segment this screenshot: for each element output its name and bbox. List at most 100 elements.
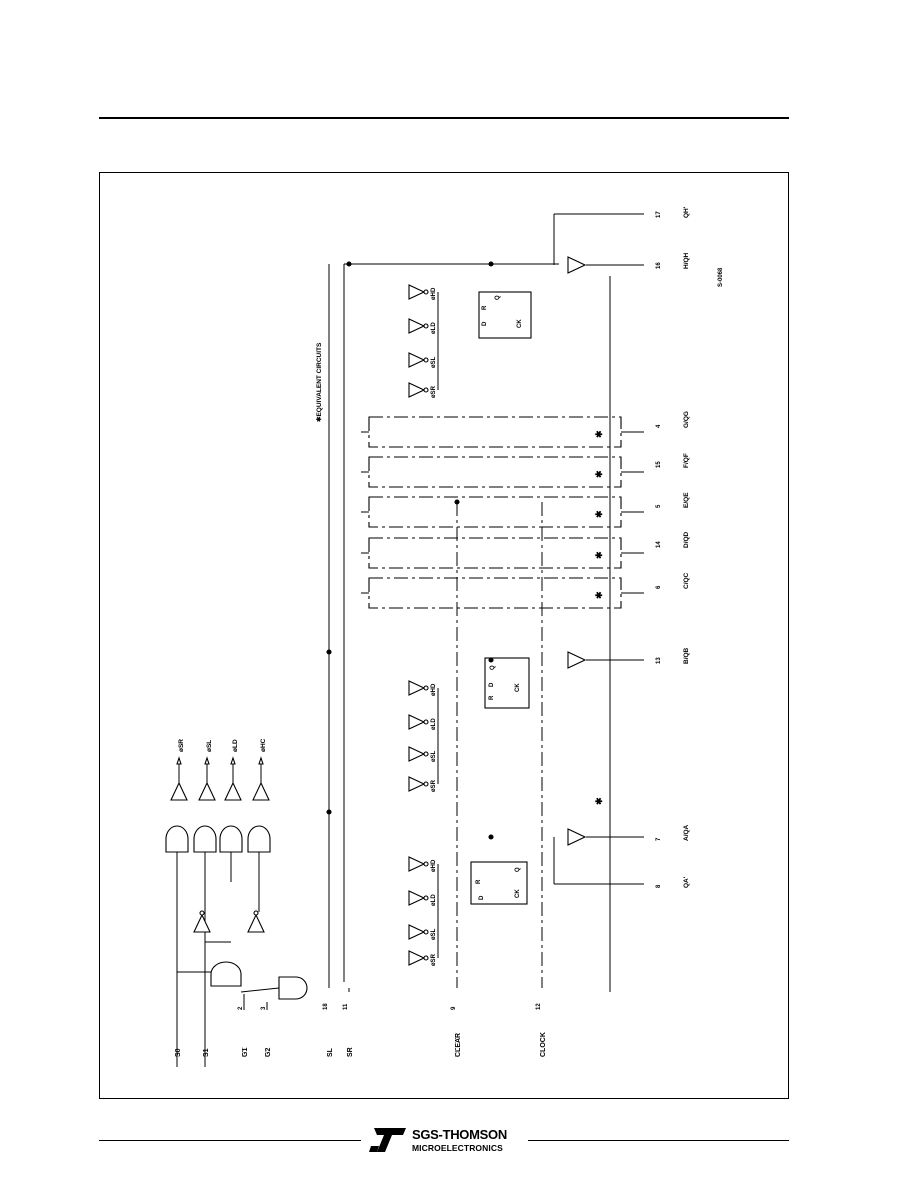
footer-rule-right xyxy=(528,1140,789,1141)
stage-inverter-icon xyxy=(408,924,426,940)
arrow-head-icon xyxy=(230,756,236,765)
input-pin-number: 11 xyxy=(343,1003,349,1010)
stage-signal-label: øHD xyxy=(431,683,437,696)
inversion-bubble xyxy=(423,929,429,935)
equivalent-circuit-box xyxy=(368,537,622,569)
equiv-marker: ✱ xyxy=(594,591,604,599)
output-pin-number: 15 xyxy=(656,461,662,468)
junction-dot xyxy=(346,261,352,267)
stage-signal-label: øLD xyxy=(431,718,437,730)
and-gate-icon xyxy=(193,825,217,853)
flipflop-pin-label: D xyxy=(489,682,495,687)
output-label: QA' xyxy=(683,876,690,888)
output-buffer-icon xyxy=(567,828,587,846)
stage-inverter-icon xyxy=(408,318,426,334)
output-pin-number: 14 xyxy=(656,541,662,548)
arrow-head-icon xyxy=(176,756,182,765)
flipflop-pin-label: CK xyxy=(515,889,521,898)
flipflop-pin-label: Q xyxy=(495,295,501,300)
control-buffer-icon xyxy=(170,781,188,801)
flipflop-pin-label: R xyxy=(476,879,482,884)
control-output-label: øLD xyxy=(232,739,239,752)
stage-inverter-icon xyxy=(408,714,426,730)
arrow-head-icon xyxy=(258,756,264,765)
s1-inverter-icon xyxy=(247,913,265,933)
input-pin-number: 9 xyxy=(451,1006,457,1010)
input-label-g2: G2 xyxy=(265,1048,272,1057)
output-buffer-icon xyxy=(567,256,587,274)
input-pin-number: 12 xyxy=(536,1003,542,1010)
stage-signal-label: øSR xyxy=(431,385,437,398)
stage-signal-label: øSL xyxy=(431,928,437,940)
equivalent-circuit-box xyxy=(368,577,622,609)
stage-signal-label: øSL xyxy=(431,750,437,762)
equiv-marker: ✱ xyxy=(594,797,604,805)
output-label: C/QC xyxy=(683,572,690,589)
stage-inverter-icon xyxy=(408,746,426,762)
input-label-sr: SR xyxy=(347,1047,354,1057)
input-label-s0: S0 xyxy=(175,1048,182,1057)
inversion-bubble xyxy=(423,387,429,393)
junction-dot xyxy=(488,261,494,267)
equiv-marker: ✱ xyxy=(594,510,604,518)
flipflop-pin-label: D xyxy=(479,895,485,900)
control-output-label: øSL xyxy=(206,740,213,752)
input-label-g1: G1 xyxy=(242,1048,249,1057)
stage-inverter-icon xyxy=(408,856,426,872)
arrow-head-icon xyxy=(204,756,210,765)
equiv-marker: ✱ xyxy=(594,470,604,478)
stage-signal-label: øSR xyxy=(431,779,437,792)
equivalent-circuit-box xyxy=(368,456,622,488)
stage-inverter-icon xyxy=(408,284,426,300)
output-label: A/QA xyxy=(683,824,690,841)
inversion-bubble xyxy=(423,781,429,787)
flipflop-pin-label: CK xyxy=(517,319,523,328)
output-pin-number: 5 xyxy=(656,504,662,508)
brand-name: SGS-THOMSON xyxy=(412,1127,507,1142)
flipflop-pin-label: R xyxy=(482,305,488,310)
figure-code: S-0068 xyxy=(718,267,724,287)
g2-and-gate-icon xyxy=(278,976,308,1000)
control-output-label: øSR xyxy=(178,739,185,752)
flip-flop-box xyxy=(484,657,530,709)
header-rule xyxy=(99,117,789,119)
stage-signal-label: øHD xyxy=(431,859,437,872)
brand-division: MICROELECTRONICS xyxy=(412,1143,503,1153)
flip-flop-box xyxy=(478,291,532,339)
inversion-bubble xyxy=(423,955,429,961)
flipflop-pin-label: Q xyxy=(490,665,496,670)
stage-inverter-icon xyxy=(408,950,426,966)
flipflop-pin-label: R xyxy=(489,695,495,700)
enable-wire xyxy=(240,987,280,993)
flipflop-pin-label: CK xyxy=(515,683,521,692)
stage-signal-label: øHD xyxy=(431,287,437,300)
inversion-bubble xyxy=(423,357,429,363)
footer-rule-left xyxy=(99,1140,361,1141)
input-pin-number: 2 xyxy=(238,1006,244,1010)
output-pin-number: 17 xyxy=(656,211,662,218)
junction-dot xyxy=(454,499,460,505)
stage-inverter-icon xyxy=(408,890,426,906)
inversion-bubble xyxy=(423,751,429,757)
output-pin-number: 13 xyxy=(656,657,662,664)
and-gate-icon xyxy=(247,825,271,853)
equiv-marker: ✱ xyxy=(594,551,604,559)
junction-dot xyxy=(326,649,332,655)
inversion-bubble xyxy=(199,910,205,916)
output-label: D/QD xyxy=(683,531,690,548)
control-buffer-icon xyxy=(252,781,270,801)
stage-signal-label: øSR xyxy=(431,953,437,966)
equivalent-circuits-note: ✱EQUIVALENT CIRCUITS xyxy=(315,342,323,422)
control-output-label: øHC xyxy=(260,738,267,752)
equivalent-circuit-box xyxy=(368,496,622,528)
input-pin-number: 3 xyxy=(261,1006,267,1010)
logic-diagram: RDQCKRDQCKRDQCKøSRøSLøLDøHDøSRøSLøLDøHDø… xyxy=(165,206,724,1067)
flip-flop-box xyxy=(470,861,528,905)
inversion-bubble xyxy=(423,719,429,725)
and-gate-icon xyxy=(165,825,189,853)
figure-frame xyxy=(99,172,789,1099)
output-label: H/QH xyxy=(683,252,690,269)
output-label: F/QF xyxy=(683,453,690,468)
equivalent-circuit-box xyxy=(368,416,622,448)
equiv-marker: ✱ xyxy=(594,430,604,438)
